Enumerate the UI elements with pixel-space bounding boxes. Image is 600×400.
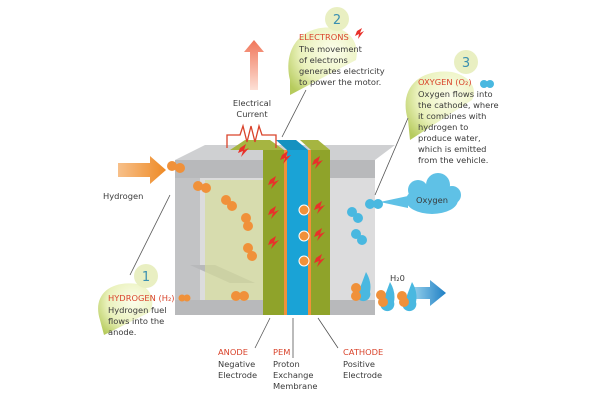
svg-text:CATHODE: CATHODE — [343, 347, 383, 357]
water-outlet-arrow — [410, 280, 446, 306]
oxygen-inlet-label: Oxygen — [416, 195, 448, 205]
hydrogen-inlet-arrow — [118, 156, 166, 184]
svg-text:ANODE: ANODE — [218, 347, 248, 357]
proton-icons — [298, 204, 310, 267]
anode-gas-channel — [205, 180, 263, 300]
oxygen-cloud-icon — [380, 173, 461, 214]
lightning-bolt-icon — [355, 28, 364, 39]
svg-text:2: 2 — [333, 13, 341, 28]
oxygen-molecule-icon — [347, 80, 494, 245]
hydrogen-inlet-label: Hydrogen — [103, 191, 143, 201]
water-outlet-label: H₂0 — [390, 273, 405, 283]
hydrogen-molecule-icon — [167, 161, 257, 301]
anode-electrode — [263, 150, 284, 315]
svg-text:3: 3 — [462, 56, 470, 71]
pem-membrane — [287, 150, 308, 315]
svg-text:OXYGEN (O₂): OXYGEN (O₂) — [418, 77, 472, 87]
lightning-bolt-icon — [238, 144, 325, 267]
water-molecule-icon — [351, 272, 417, 312]
svg-text:HYDROGEN (H₂): HYDROGEN (H₂) — [108, 293, 175, 303]
electrical-circuit — [226, 123, 277, 148]
svg-text:PEM: PEM — [273, 347, 290, 357]
fuel-cell-stack — [175, 140, 395, 315]
arrow-up-icon — [244, 40, 264, 90]
svg-text:ELECTRONS: ELECTRONS — [299, 32, 349, 42]
hydrogen-molecule-icon — [178, 294, 191, 302]
svg-text:1: 1 — [142, 270, 150, 285]
